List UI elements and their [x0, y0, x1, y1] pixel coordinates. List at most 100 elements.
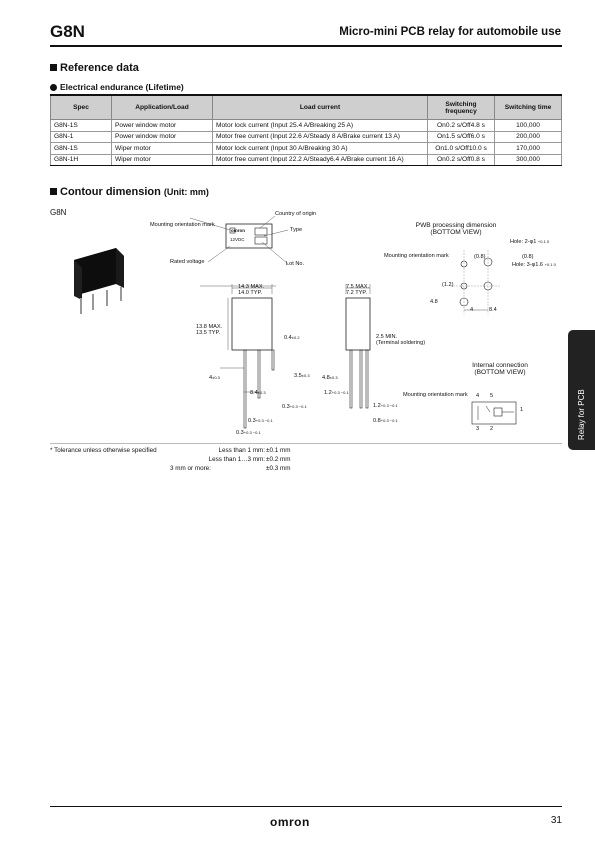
- cell-spec: G8N-1H: [50, 153, 112, 166]
- lot-no-label: Lot No.: [286, 261, 305, 267]
- internal-title: Internal connection (BOTTOM VIEW): [472, 362, 528, 376]
- pin-4: 4: [476, 393, 480, 399]
- cell-time: 200,000: [494, 130, 562, 143]
- marking-diagram: [189, 215, 289, 265]
- side-width-typ: 7.2 TYP.: [346, 290, 367, 296]
- dim-4: 4±0.3: [209, 375, 220, 381]
- cell-spec: G8N-1S: [50, 119, 112, 132]
- cell-spec: G8N-1: [50, 130, 112, 143]
- cell-load: Motor lock current (Input 25.4 A/Breakin…: [212, 119, 428, 132]
- omron-logo: omron: [270, 815, 310, 829]
- table-row: G8N-1H Wiper motor Motor free current (I…: [50, 153, 562, 166]
- pwb-mounting-mark: Mounting orientation mark: [384, 253, 449, 259]
- pwb-dim-48: 4.8: [430, 299, 438, 305]
- internal-mounting-mark: Mounting orientation mark: [403, 392, 468, 398]
- round-bullet-icon: [50, 84, 57, 91]
- square-bullet-icon: [50, 64, 57, 71]
- page-number: 31: [550, 815, 562, 826]
- table-row: G8N-1 Power window motor Motor free curr…: [50, 130, 562, 143]
- side-view-drawing: [345, 284, 371, 409]
- cell-application: Wiper motor: [111, 153, 213, 166]
- dim-pin-width: 0.4±0.2: [284, 335, 300, 341]
- internal-connection-diagram: [471, 401, 517, 425]
- note-divider: [50, 443, 562, 444]
- relay-photo: [74, 248, 124, 314]
- cell-frequency: On1.5 s/Off6.0 s: [427, 130, 495, 143]
- contour-section-title: Contour dimension (Unit: mm): [50, 186, 209, 198]
- col-load-current: Load current: [212, 94, 428, 120]
- dim-8-4: 8.4±0.3: [250, 390, 266, 396]
- side-min: 2.5 MIN.: [376, 334, 398, 340]
- tolerance-range-2: Less than 1…3 mm:: [208, 456, 265, 463]
- front-view-drawing: [200, 284, 276, 429]
- reference-section-title: Reference data: [50, 62, 139, 74]
- cell-time: 170,000: [494, 142, 562, 155]
- relay-for-pcb-tab: Relay for PCB: [568, 330, 595, 450]
- table-row: G8N-1S Wiper motor Motor lock current (I…: [50, 142, 562, 155]
- footer-rule: [50, 806, 562, 807]
- cell-time: 300,000: [494, 153, 562, 166]
- endurance-table: Spec Application/Load Load current Switc…: [50, 94, 562, 166]
- front-width-typ: 14.0 TYP.: [238, 290, 263, 296]
- table-row: G8N-1S Power window motor Motor lock cur…: [50, 119, 562, 132]
- cell-frequency: On0.2 s/Off4.8 s: [427, 119, 495, 132]
- model-title: G8N: [50, 22, 85, 41]
- pin-5: 5: [490, 393, 494, 399]
- pwb-dim-12: (1.2): [442, 282, 454, 288]
- front-height-typ: 13.5 TYP.: [196, 330, 221, 336]
- endurance-subtitle: Electrical endurance (Lifetime): [50, 82, 184, 92]
- header-rule: [50, 45, 562, 47]
- cell-application: Power window motor: [111, 130, 213, 143]
- type-label: Type: [290, 227, 303, 233]
- side-dim-4-8: 4.8±0.3: [322, 375, 338, 381]
- marking-brand: omron: [231, 228, 245, 233]
- tolerance-range-3: 3 mm or more:: [170, 465, 211, 472]
- front-height: 13.8 MAX.: [196, 324, 223, 330]
- pwb-dim-08-b: (0.8): [522, 254, 534, 260]
- page-subtitle: Micro-mini PCB relay for automobile use: [339, 26, 561, 38]
- pwb-dim-4: 4: [470, 307, 474, 313]
- dim-0-3-b: 0.3+0.3 −0.1: [248, 418, 273, 424]
- col-spec: Spec: [50, 94, 112, 120]
- country-label: Country of origin: [275, 211, 317, 217]
- pwb-drawing: [450, 250, 500, 314]
- cell-time: 100,000: [494, 119, 562, 132]
- rated-voltage-label: Rated voltage: [170, 259, 205, 265]
- cell-frequency: On0.2 s/Off0.8 s: [427, 153, 495, 166]
- pin-2: 2: [490, 426, 494, 432]
- cell-load: Motor free current (Input 22.2 A/Steady6…: [212, 153, 428, 166]
- tolerance-value-1: ±0.1 mm: [266, 447, 291, 454]
- side-dim-1-2-b: 1.2+0.3 −0.1: [373, 403, 398, 409]
- side-width: 7.5 MAX.: [346, 284, 370, 290]
- tolerance-value-2: ±0.2 mm: [266, 456, 291, 463]
- pwb-dim-08-a: (0.8): [474, 254, 486, 260]
- side-min-note: (Terminal soldering): [376, 340, 426, 346]
- col-switching-frequency: Switching frequency: [427, 94, 495, 120]
- pwb-dim-84: 8.4: [489, 307, 497, 313]
- square-bullet-icon: [50, 188, 57, 195]
- dim-0-3-c: 0.3+0.3 −0.1: [236, 430, 261, 436]
- pwb-hole-2: Hole: 3-φ1.6 +0.1 0: [512, 262, 556, 268]
- pwb-hole-1: Hole: 2-φ1 +0.1 0: [510, 239, 550, 245]
- dim-3-5: 3.5±0.3: [294, 373, 310, 379]
- cell-load: Motor lock current (Input 30 A/Breaking …: [212, 142, 428, 155]
- pin-1: 1: [520, 407, 524, 413]
- front-width: 14.3 MAX.: [238, 284, 265, 290]
- cell-frequency: On1.0 s/Off10.0 s: [427, 142, 495, 155]
- pwb-title: PWB processing dimension (BOTTOM VIEW): [415, 222, 497, 236]
- marking-code: 12VDC: [230, 237, 245, 242]
- cell-application: Wiper motor: [111, 142, 213, 155]
- cell-spec: G8N-1S: [50, 142, 112, 155]
- contour-model-label: G8N: [50, 208, 67, 217]
- cell-load: Motor free current (Input 22.6 A/Steady …: [212, 130, 428, 143]
- tolerance-value-3: ±0.3 mm: [266, 465, 291, 472]
- pin-3: 3: [476, 426, 480, 432]
- side-dim-1-2-a: 1.2+0.3 −0.1: [324, 390, 349, 396]
- cell-application: Power window motor: [111, 119, 213, 132]
- tolerance-note: * Tolerance unless otherwise specified: [50, 447, 157, 454]
- tolerance-range-1: Less than 1 mm:: [218, 447, 265, 454]
- col-application: Application/Load: [111, 94, 213, 120]
- col-switching-time: Switching time: [494, 94, 562, 120]
- mounting-mark-label: Mounting orientation mark: [150, 222, 215, 228]
- side-dim-0-8: 0.8+0.3 −0.1: [373, 418, 398, 424]
